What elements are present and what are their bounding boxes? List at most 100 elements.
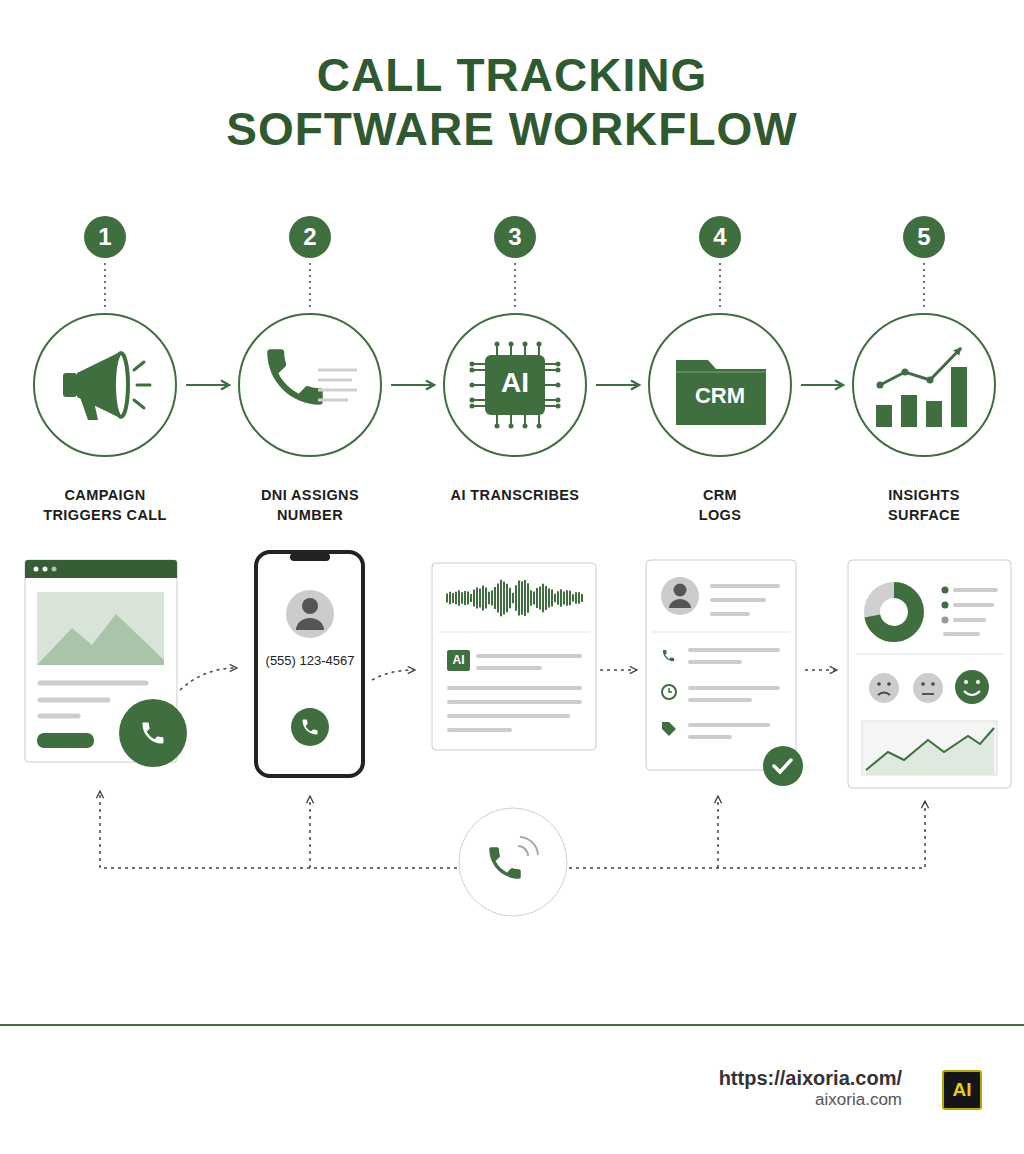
flow-arrow (801, 384, 843, 386)
step-caption: INSIGHTS SURFACE (859, 485, 989, 525)
flow-arrow (186, 384, 229, 386)
dashboard-card (942, 602, 949, 609)
waveform (446, 594, 448, 603)
dashboard-card (945, 590, 996, 634)
chip-pin (495, 424, 500, 429)
folder-icon (676, 371, 766, 373)
smartphone-card (296, 618, 324, 630)
crm-record-card (690, 686, 778, 690)
step-caption: CAMPAIGN TRIGGERS CALL (30, 485, 180, 525)
waveform (503, 582, 505, 615)
web-page-card (40, 681, 146, 686)
flow-arrow (600, 669, 636, 671)
waveform (500, 580, 502, 617)
step-caption: DNI ASSIGNS NUMBER (235, 485, 385, 525)
step-number: 5 (903, 216, 945, 258)
chip-pin (537, 342, 542, 347)
crm-record-card (662, 685, 676, 699)
crm-record-card (646, 560, 796, 770)
dashboard-card (877, 682, 935, 686)
transcript-card (478, 654, 580, 658)
web-page-card (143, 723, 164, 744)
dashboard-card (976, 680, 980, 684)
web-page-card (40, 714, 78, 719)
chip-pin (556, 362, 561, 367)
waveform (566, 590, 568, 605)
waveform (524, 580, 526, 616)
chip-pin (556, 404, 561, 409)
step-number: 3 (494, 216, 536, 258)
call-hub (459, 808, 567, 916)
transcript-card (478, 666, 540, 670)
waveform (482, 586, 484, 611)
smartphone-card (286, 590, 334, 638)
waveform (449, 592, 451, 604)
crm-record-card (669, 599, 691, 608)
dotted-connector (719, 263, 721, 308)
dashboard-card (866, 728, 994, 770)
chart-icon (877, 382, 884, 389)
dashboard-card (848, 560, 1011, 788)
footer-url: https://aixoria.com/ (560, 1066, 902, 1090)
waveform (563, 591, 565, 604)
waveform (575, 592, 577, 603)
step-number: 2 (289, 216, 331, 258)
crm-record-card (669, 688, 672, 692)
phone-icon (318, 369, 357, 372)
web-page-card (37, 614, 164, 665)
chart-icon (876, 348, 967, 427)
dashboard-card (862, 721, 997, 775)
crm-record-card (690, 723, 768, 727)
waveform (455, 592, 457, 604)
transcript-card (449, 728, 510, 732)
waveform (539, 587, 541, 610)
step-number: 4 (699, 216, 741, 258)
step-number: 4 (699, 216, 741, 258)
chip-pin (556, 368, 561, 373)
phone-icon (318, 370, 357, 400)
phone-icon (318, 389, 357, 392)
waveform (536, 588, 538, 608)
title: CALL TRACKING SOFTWARE WORKFLOW (192, 48, 832, 156)
waveform (491, 590, 493, 605)
flow-arrow (805, 669, 836, 671)
dashboard-card (942, 617, 949, 624)
waveform (452, 593, 454, 603)
waveform (551, 590, 553, 607)
web-page-card (34, 567, 39, 572)
dashboard-card (921, 682, 925, 686)
flow-arrow (391, 384, 434, 386)
dotted-connector (514, 263, 516, 308)
waveform (542, 584, 544, 612)
chip-pin (470, 398, 475, 403)
dashboard-card (913, 673, 943, 703)
web-page-card (37, 592, 164, 665)
dashboard-card (872, 590, 916, 634)
icon-label: AI (445, 366, 585, 400)
waveform (464, 591, 466, 605)
dotted-connector (104, 263, 106, 308)
transcript-card (449, 714, 568, 718)
step-number: 5 (903, 216, 945, 258)
step-number: 1 (84, 216, 126, 258)
dashboard-card (945, 632, 978, 636)
transcript-card (432, 563, 596, 750)
crm-record-card (663, 650, 674, 661)
transcript-card (447, 580, 582, 617)
dashboard-card (942, 587, 949, 594)
flow-arrow (596, 384, 639, 386)
waveform (461, 592, 463, 604)
waveform (470, 594, 472, 602)
flow-arrow (180, 668, 836, 690)
waveform (467, 591, 469, 604)
waveform (581, 594, 583, 602)
crm-record-card (662, 722, 676, 736)
crm-record-card (674, 584, 687, 597)
logo-mark (943, 1071, 981, 1109)
chip-pin (556, 383, 561, 388)
hub-connector (100, 792, 925, 868)
megaphone-icon (137, 384, 150, 387)
dashboard-card (922, 693, 934, 695)
dashboard-card (964, 680, 980, 684)
